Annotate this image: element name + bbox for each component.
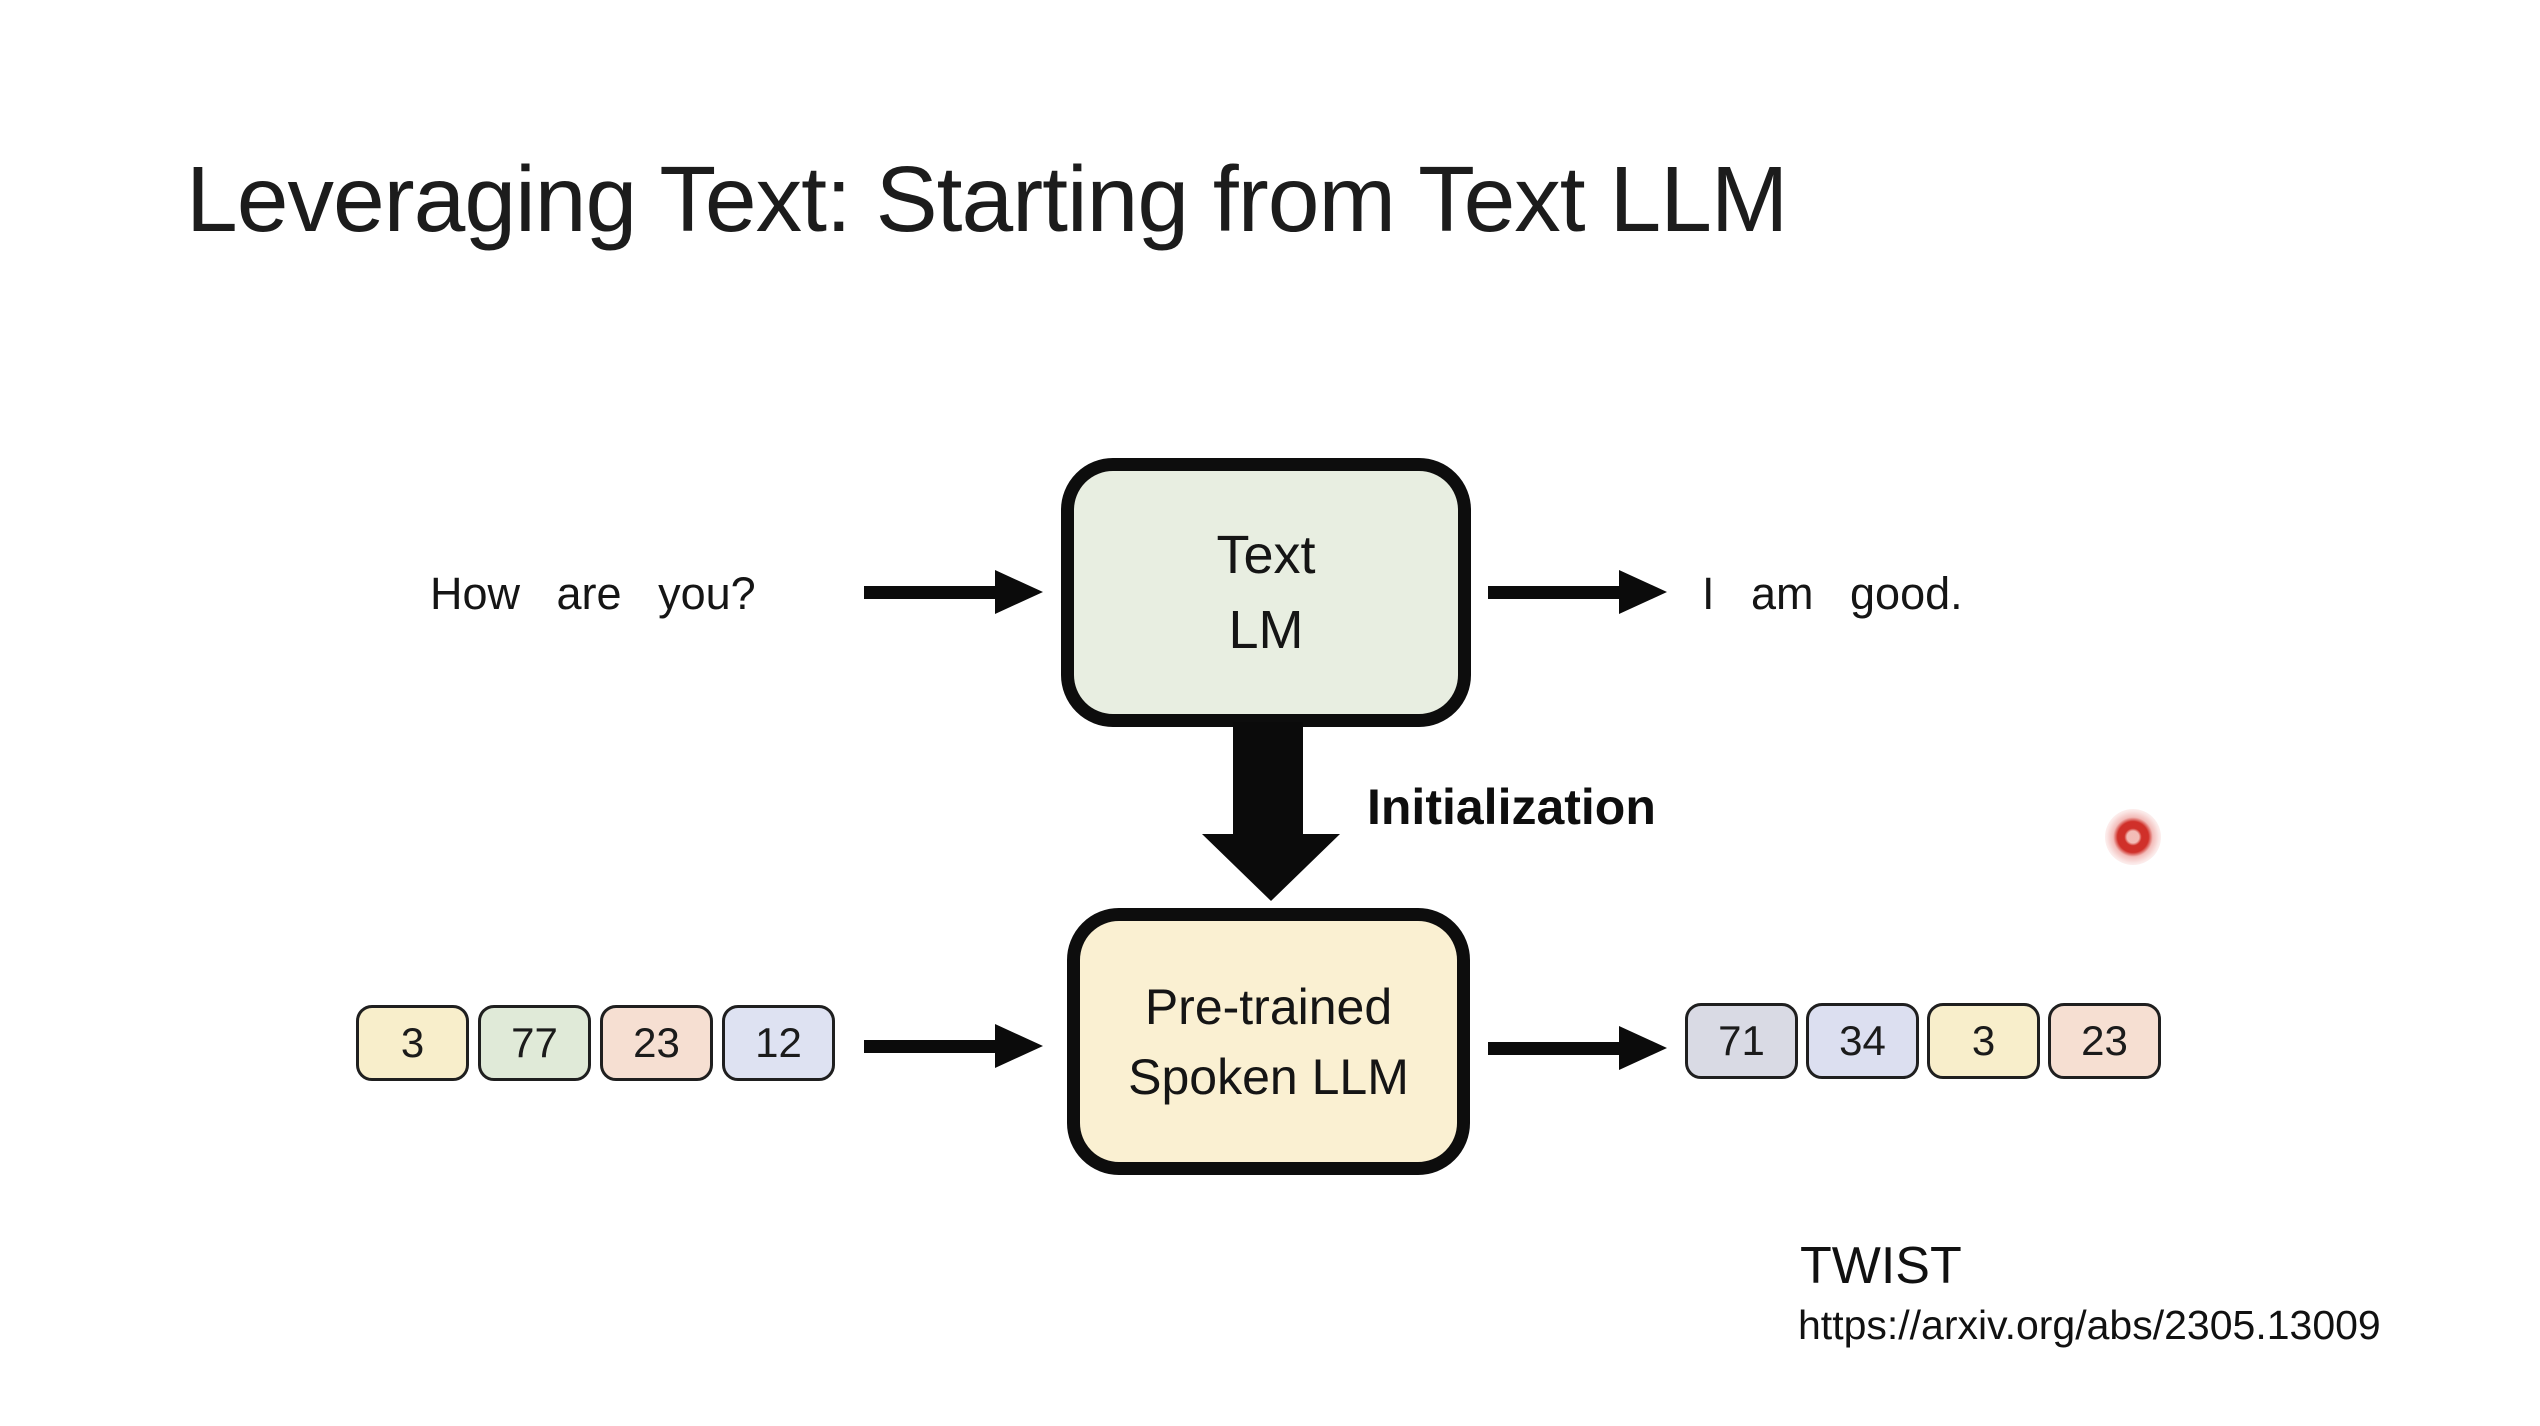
initialization-down-arrow-icon [1200,722,1342,902]
output-token-row: 71 34 3 23 [1685,1003,2161,1079]
token-chip: 34 [1806,1003,1919,1079]
text-lm-box: Text LM [1061,458,1471,727]
paper-url-link[interactable]: https://arxiv.org/abs/2305.13009 [1798,1302,2381,1348]
token-chip: 3 [1927,1003,2040,1079]
token-chip: 23 [600,1005,713,1081]
text-output-example: I am good. [1702,568,1963,619]
pretrained-spoken-llm-box: Pre-trained Spoken LLM [1067,908,1470,1175]
method-name: TWIST [1800,1237,1962,1295]
token-chip: 3 [356,1005,469,1081]
input-token-row: 3 77 23 12 [356,1005,835,1081]
text-lm-box-label-line1: Text [1216,524,1316,585]
token-chip: 23 [2048,1003,2161,1079]
arrow-right-icon [1488,1025,1668,1071]
token-chip: 71 [1685,1003,1798,1079]
initialization-label: Initialization [1367,779,1656,835]
spoken-llm-box-label-line1: Pre-trained [1144,978,1393,1035]
token-chip: 77 [478,1005,591,1081]
arrow-right-icon [864,1023,1044,1069]
spoken-llm-box-label-line2: Spoken LLM [1128,1048,1409,1105]
arrow-right-icon [1488,569,1668,615]
text-lm-box-label-line2: LM [1228,599,1304,660]
slide-title: Leveraging Text: Starting from Text LLM [186,147,1788,251]
laser-pointer-dot [2105,809,2161,865]
arrow-right-icon [864,569,1044,615]
text-input-example: How are you? [430,568,756,619]
token-chip: 12 [722,1005,835,1081]
